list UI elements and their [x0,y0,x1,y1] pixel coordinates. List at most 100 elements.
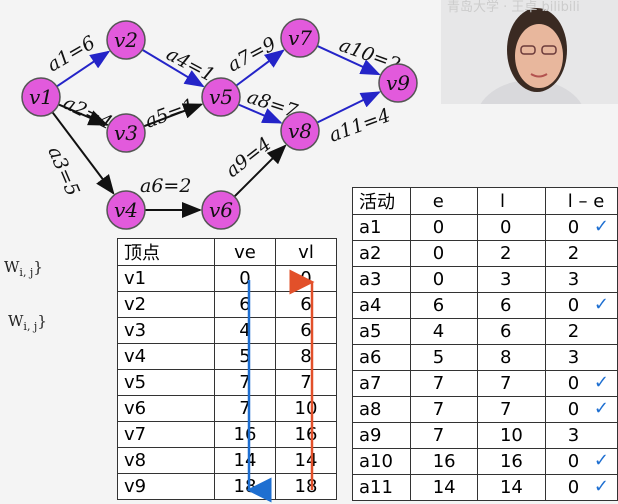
cell-value: 0 [567,217,580,238]
cell-value: 0 [432,217,445,238]
webcam-overlay: 青岛大学 · 王卓 bilibili [441,0,618,104]
activity-cell: a4 [352,292,411,319]
cell-value: 0 [567,451,580,472]
slack-cell: 0✓ [544,474,618,501]
header-l: l [476,187,546,215]
ve-cell: 0 [214,265,276,292]
activity-cell: a1 [352,214,411,241]
edge-a3 [51,111,115,195]
cell-value: 2 [567,321,580,342]
slack-cell: 0✓ [544,292,618,319]
vertex-cell: v4 [117,343,215,370]
cell-value: 0 [499,217,512,238]
check-icon: ✓ [593,398,609,419]
edge-label: a5=1 [142,94,198,132]
cell-value: 7 [432,425,445,446]
activity-cell: a5 [352,318,411,345]
e-cell: 7 [409,422,478,449]
cell-value: a9 [359,425,382,446]
edge-a2 [58,103,109,126]
weight-symbol: W [4,258,20,276]
node-label: v9 [386,71,410,95]
edge-a1 [56,50,111,88]
graph-node-v7: v7 [280,18,320,58]
cell-value: a1 [359,217,382,238]
e-cell: 0 [409,266,478,293]
node-label: v2 [114,28,138,52]
check-icon: ✓ [593,372,609,393]
graph-node-v3: v3 [106,113,146,153]
node-label: v1 [29,85,53,109]
header-activity: 活动 [352,187,411,215]
node-label: v6 [209,198,233,222]
cell-value: 7 [499,399,512,420]
edge-a8 [238,103,283,124]
node-label: v3 [114,121,138,145]
node-label: v4 [114,198,138,222]
cell-value: a11 [359,477,393,498]
activity-cell: a11 [352,474,411,501]
vl-cell: 0 [275,265,337,292]
weight-notation-2: Wi, j} [8,312,47,333]
edge-a7 [235,49,285,87]
e-cell: 6 [409,292,478,319]
cell-value: 6 [432,295,445,316]
cell-value: 16 [499,451,523,472]
edge-a5 [143,103,204,128]
cell-value: 2 [499,243,512,264]
vl-cell: 6 [275,291,337,318]
l-cell: 0 [476,214,546,241]
weight-notation-1: Wi, j} [4,258,43,279]
vertex-cell: v2 [117,291,215,318]
check-icon: ✓ [593,476,609,497]
ve-cell: 16 [214,421,276,448]
ve-cell: 5 [214,343,276,370]
weight-brace: } [33,258,43,276]
activity-cell: a2 [352,240,411,267]
cell-value: 3 [567,425,580,446]
cell-value: a6 [359,347,382,368]
vl-cell: 10 [275,395,337,422]
e-cell: 5 [409,344,478,371]
header-vertex: 顶点 [117,238,215,266]
edge-label: a7=9 [224,33,280,77]
cell-value: 14 [499,477,523,498]
cell-value: 0 [567,399,580,420]
vertex-cell: v7 [117,421,215,448]
vertex-cell: v6 [117,395,215,422]
l-cell: 16 [476,448,546,475]
slack-cell: 0✓ [544,370,618,397]
table-header-row: 顶点 ve vl [117,238,337,266]
vertex-cell: v5 [117,369,215,396]
vertex-cell: v1 [117,265,215,292]
cell-value: a7 [359,373,382,394]
l-cell: 6 [476,292,546,319]
cell-value: 3 [567,347,580,368]
graph-node-v2: v2 [106,20,146,60]
activity-cell: a8 [352,396,411,423]
ve-cell: 4 [214,317,276,344]
header-ve: ve [214,238,276,266]
slack-cell: 3 [544,344,618,371]
cell-value: 0 [567,477,580,498]
cell-value: 2 [567,243,580,264]
vertex-cell: v9 [117,473,215,500]
l-cell: 3 [476,266,546,293]
edge-a10 [316,45,381,76]
e-cell: 14 [409,474,478,501]
cell-value: 5 [432,347,445,368]
node-label: v7 [288,26,312,50]
webcam-caption: 青岛大学 · 王卓 bilibili [447,0,580,15]
edge-label: a3=5 [43,143,83,199]
